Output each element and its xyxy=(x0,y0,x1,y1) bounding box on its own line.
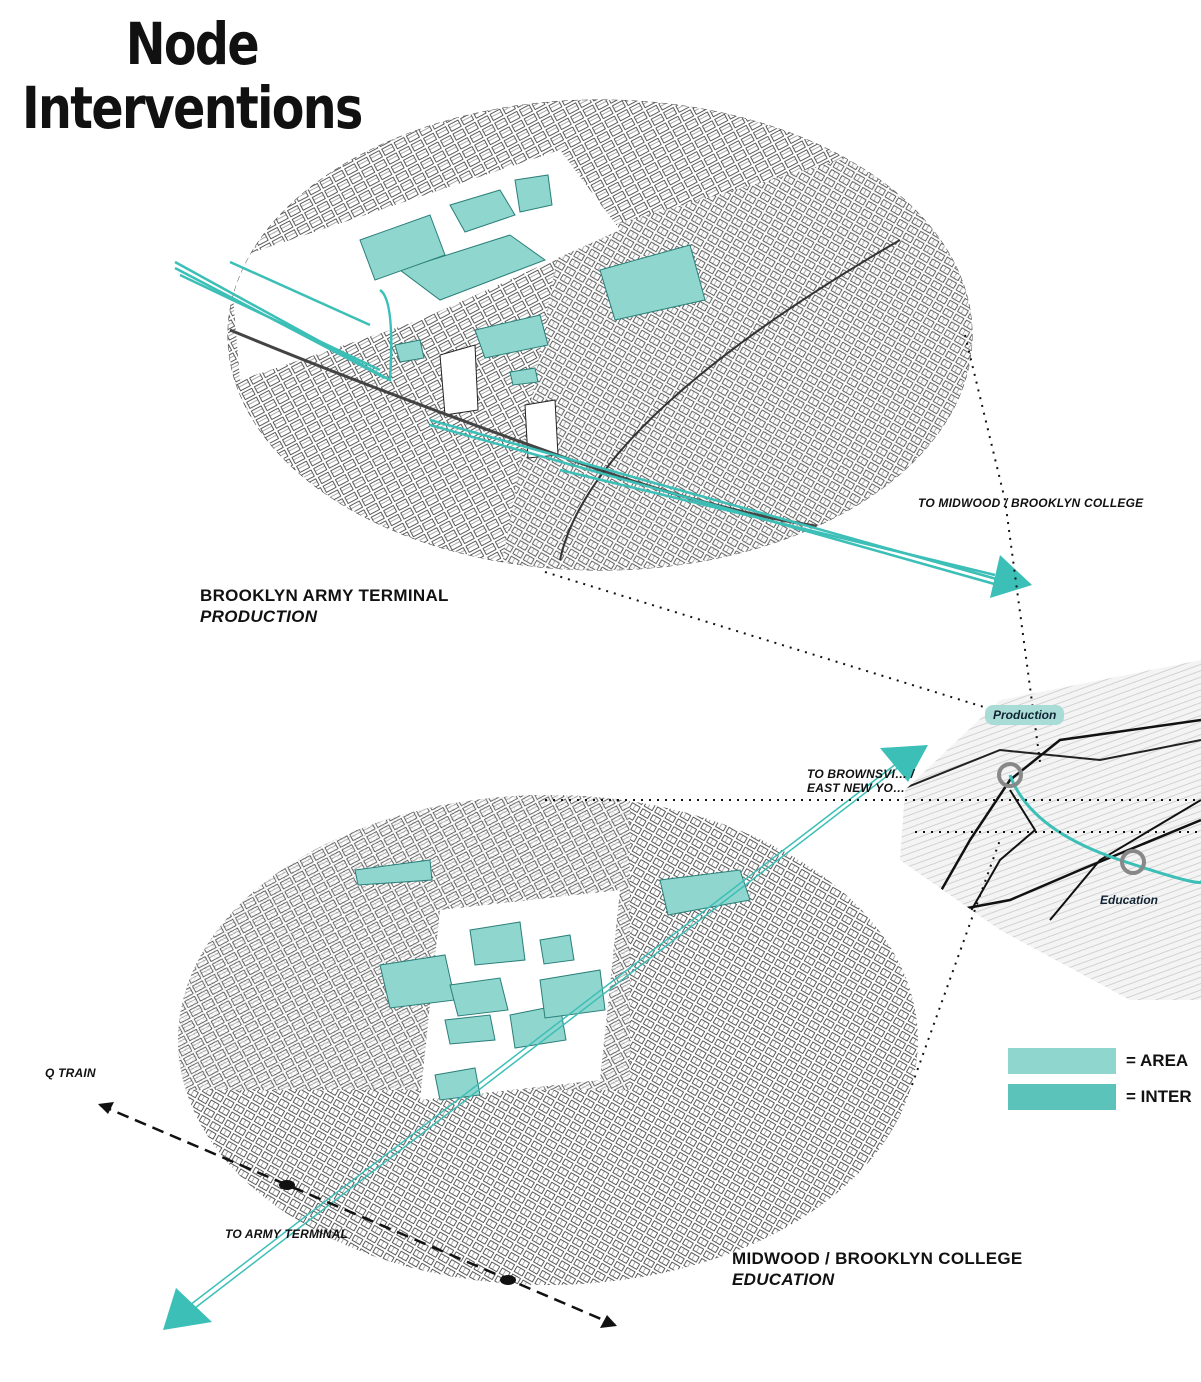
production-route-label: TO MIDWOOD / BROOKLYN COLLEGE xyxy=(918,496,1144,510)
map-tag-education: Education xyxy=(1100,893,1159,907)
production-name: BROOKLYN ARMY TERMINAL xyxy=(200,586,449,605)
production-route-arrowhead xyxy=(990,555,1032,598)
legend-text-intervention: = INTER xyxy=(1126,1087,1192,1106)
education-route-label-line-1: TO BROWNSVI… / xyxy=(807,767,915,781)
production-program: PRODUCTION xyxy=(200,607,318,626)
production-axon-map xyxy=(174,99,1032,598)
education-route-label-sw: TO ARMY TERMINAL xyxy=(225,1227,348,1241)
connector-lines xyxy=(544,334,1201,1086)
q-train-line xyxy=(98,1102,617,1328)
education-program: EDUCATION xyxy=(732,1270,835,1289)
legend-item-intervention: = INTER xyxy=(1008,1084,1192,1110)
legend-swatch-intervention xyxy=(1008,1084,1116,1110)
education-axon-map xyxy=(98,745,928,1330)
education-route-label-ne: TO BROWNSVI… / EAST NEW YO… xyxy=(807,767,914,795)
title-line-1: Node xyxy=(125,10,260,78)
education-arrowhead-sw xyxy=(163,1288,212,1330)
education-name: MIDWOOD / BROOKLYN COLLEGE xyxy=(732,1249,1023,1268)
legend-swatch-area xyxy=(1008,1048,1116,1074)
q-train-label: Q TRAIN xyxy=(45,1066,96,1080)
education-node-label: MIDWOOD / BROOKLYN COLLEGE EDUCATION xyxy=(732,1248,1023,1290)
education-route-line xyxy=(189,756,909,1309)
legend-text-area: = AREA xyxy=(1126,1051,1189,1070)
production-node-marker xyxy=(997,762,1023,788)
education-node-marker xyxy=(1120,849,1146,875)
production-node-label: BROOKLYN ARMY TERMINAL PRODUCTION xyxy=(200,585,449,627)
production-route-lines xyxy=(174,260,1001,587)
map-tag-production: Production xyxy=(985,705,1065,725)
education-arrowhead-ne xyxy=(880,745,928,782)
overview-map xyxy=(900,660,1201,1000)
education-highlight-buildings xyxy=(354,859,751,1101)
production-highlight-buildings xyxy=(359,174,706,386)
legend-item-area: = AREA xyxy=(1008,1048,1188,1074)
title-line-2: Interventions xyxy=(22,74,363,142)
education-route-label-line-2: EAST NEW YO… xyxy=(807,781,906,795)
page-title: Node Interventions xyxy=(22,10,363,142)
